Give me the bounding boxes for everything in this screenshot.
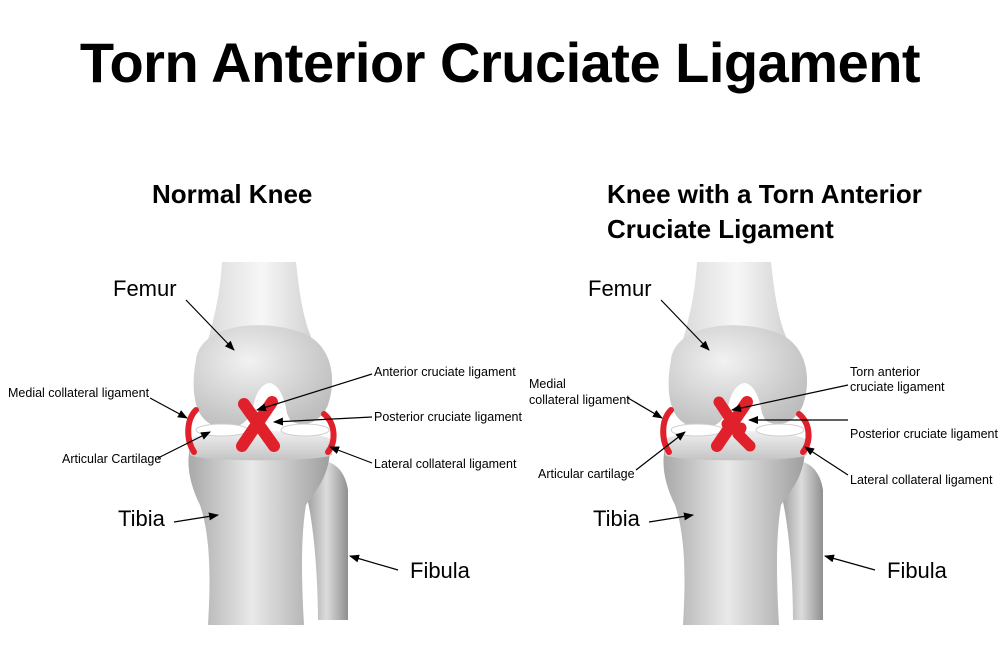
medial-collateral-ligament [185, 407, 199, 455]
femoral-condyles-torn [668, 325, 808, 428]
tibia-bone-torn [663, 441, 805, 625]
label-anterior-cruciate: Anterior cruciate ligament [374, 365, 516, 379]
cartilage-medial-torn [670, 423, 724, 437]
femoral-condyles [193, 325, 333, 428]
tibia-bone [188, 441, 330, 625]
label-fibula: Fibula [410, 558, 470, 583]
posterior-cruciate-ligament [236, 396, 278, 452]
fibula-bone [305, 461, 348, 620]
tibial-plateau-torn [665, 431, 807, 461]
label-posterior-cruciate-torn: Posterior cruciate ligament [850, 427, 998, 441]
label-articular-cartilage-torn: Articular cartilage [538, 467, 635, 481]
label-medial-line2: collateral ligament [529, 393, 630, 407]
cartilage-lateral [280, 423, 330, 437]
fibula-bone-torn [780, 461, 823, 620]
normal-knee [185, 262, 348, 625]
label-medial-collateral: Medial collateral ligament [8, 386, 150, 400]
label-tibia-torn: Tibia [593, 506, 640, 531]
main-title: Torn Anterior Cruciate Ligament [79, 31, 921, 94]
cartilage-lateral-torn [755, 423, 805, 437]
label-posterior-cruciate: Posterior cruciate ligament [374, 410, 522, 424]
label-femur: Femur [113, 276, 177, 301]
tibial-plateau [190, 431, 332, 461]
medial-collateral-ligament-torn [660, 407, 674, 455]
label-lateral-collateral: Lateral collateral ligament [374, 457, 517, 471]
label-articular-cartilage: Articular Cartilage [62, 452, 162, 466]
label-fibula-torn: Fibula [887, 558, 947, 583]
label-femur-torn: Femur [588, 276, 652, 301]
normal-arrows [149, 299, 399, 571]
torn-acl-lower [731, 422, 756, 452]
cartilage-medial [195, 423, 249, 437]
torn-knee-heading-line2: Cruciate Ligament [607, 214, 834, 244]
normal-knee-heading: Normal Knee [152, 179, 313, 209]
torn-arrows [627, 299, 876, 571]
torn-knee-heading-line1: Knee with a Torn Anterior [607, 179, 922, 209]
torn-acl-upper [713, 396, 740, 430]
label-medial-line1: Medial [529, 377, 566, 391]
label-torn-acl-line1: Torn anterior [850, 365, 921, 379]
label-tibia: Tibia [118, 506, 165, 531]
torn-knee [660, 262, 823, 625]
label-lateral-collateral-torn: Lateral collateral ligament [850, 473, 993, 487]
label-torn-acl-line2: cruciate ligament [850, 380, 945, 394]
